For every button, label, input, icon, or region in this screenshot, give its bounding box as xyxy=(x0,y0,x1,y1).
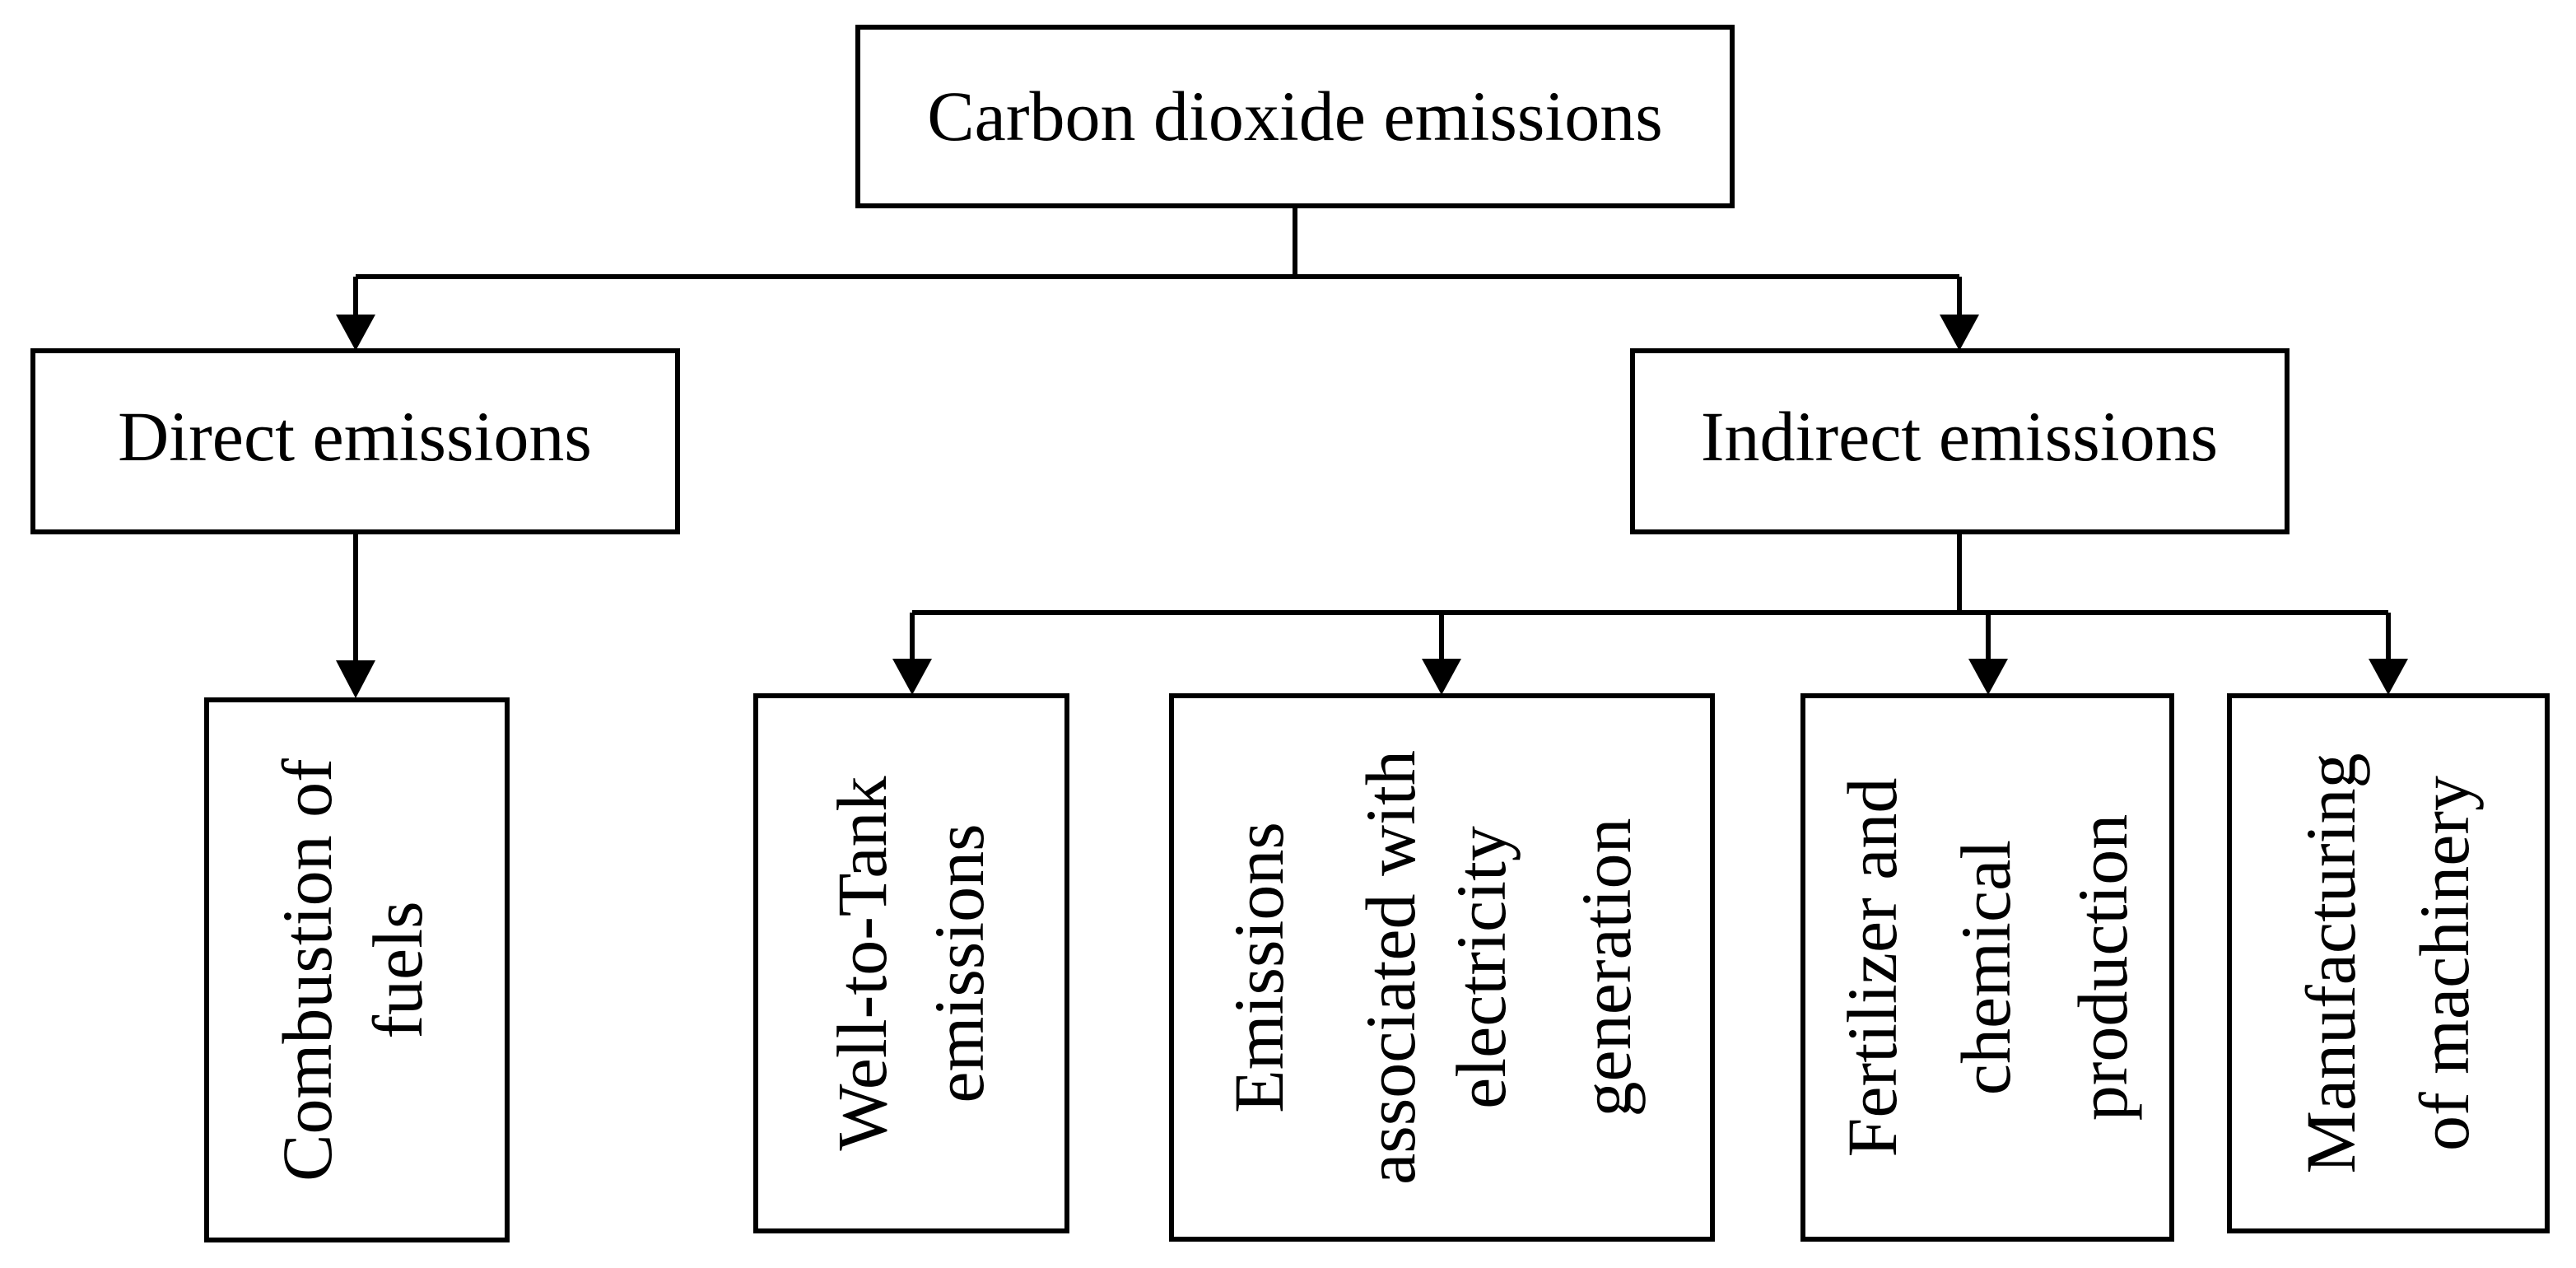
node-electricity-line-3: electricity xyxy=(1442,826,1521,1109)
node-well-to-tank-box xyxy=(753,693,1069,1233)
arrowhead-machinery xyxy=(2369,659,2408,695)
node-combustion-line-2: fuels xyxy=(358,901,437,1038)
node-combustion-box xyxy=(204,697,510,1242)
node-electricity-box xyxy=(1169,693,1715,1242)
node-well-to-tank-line-1: Well-to-Tank xyxy=(822,776,901,1150)
node-machinery-line-1: Manufacturing xyxy=(2291,753,2370,1173)
node-well-to-tank: Well-to-Tank emissions xyxy=(753,693,1069,1233)
node-root-label: Carbon dioxide emissions xyxy=(927,77,1662,156)
node-root-box xyxy=(855,25,1735,208)
node-machinery-box xyxy=(2227,693,2550,1233)
node-machinery: Manufacturing of machinery xyxy=(2227,693,2550,1233)
arrowhead-indirect xyxy=(1940,315,1979,351)
node-direct-label: Direct emissions xyxy=(118,397,592,476)
node-root: Carbon dioxide emissions xyxy=(855,25,1735,208)
arrowhead-direct xyxy=(336,315,375,351)
node-combustion: Combustion of fuels xyxy=(204,697,510,1242)
node-direct: Direct emissions xyxy=(30,348,680,534)
arrowhead-well xyxy=(892,659,932,695)
node-electricity-line-2: associated with xyxy=(1351,750,1430,1185)
arrowhead-fertilizer xyxy=(1968,659,2008,695)
connectors xyxy=(336,206,2408,698)
node-electricity: Emissions associated with electricity ge… xyxy=(1169,693,1715,1242)
node-fertilizer-line-3: production xyxy=(2063,814,2142,1121)
node-indirect: Indirect emissions xyxy=(1630,348,2290,534)
node-machinery-line-2: of machinery xyxy=(2405,776,2484,1151)
arrowhead-combustion xyxy=(336,660,375,698)
node-fertilizer-box xyxy=(1800,693,2174,1242)
arrowhead-electricity xyxy=(1422,659,1461,695)
node-fertilizer-line-1: Fertilizer and xyxy=(1833,778,1912,1158)
node-fertilizer-line-2: chemical xyxy=(1946,840,2025,1095)
node-fertilizer: Fertilizer and chemical production xyxy=(1800,693,2174,1242)
node-direct-box xyxy=(30,348,680,534)
node-electricity-line-4: generation xyxy=(1567,818,1646,1117)
node-indirect-label: Indirect emissions xyxy=(1701,397,2218,476)
node-well-to-tank-line-2: emissions xyxy=(920,823,999,1103)
node-indirect-box xyxy=(1630,348,2290,534)
node-combustion-line-1: Combustion of xyxy=(268,758,347,1182)
node-electricity-line-1: Emissions xyxy=(1219,822,1298,1113)
